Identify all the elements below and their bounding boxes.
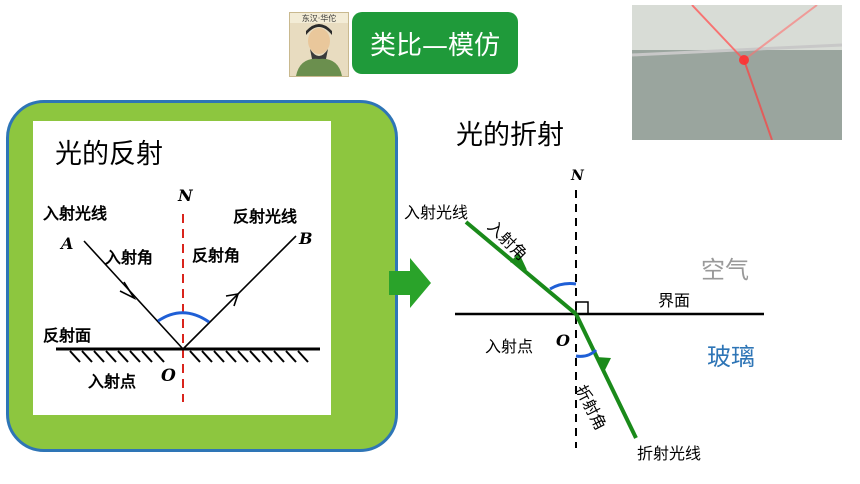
refraction-origin-label: O bbox=[556, 331, 570, 350]
reflection-point-a: A bbox=[61, 234, 74, 253]
reflection-surface-label: 反射面 bbox=[43, 326, 92, 345]
laser-photo bbox=[632, 5, 842, 140]
refraction-refracted-arrow bbox=[596, 357, 611, 374]
reflection-reflected-angle-label: 反射角 bbox=[192, 246, 241, 265]
refraction-air-label: 空气 bbox=[701, 256, 749, 284]
refraction-refracted-ray bbox=[574, 313, 638, 439]
refraction-refracted-arc bbox=[575, 348, 598, 358]
reflection-normal-label: N bbox=[178, 186, 193, 205]
reflection-surface-hatching bbox=[69, 350, 309, 363]
reflection-origin-label: O bbox=[161, 366, 176, 386]
reflection-title: 光的反射 bbox=[55, 139, 163, 170]
refraction-incident-arc bbox=[549, 282, 577, 291]
refraction-glass-label: 玻璃 bbox=[707, 343, 755, 371]
portrait-caption: 东汉·华佗 bbox=[301, 14, 337, 23]
refraction-incident-point-label: 入射点 bbox=[485, 337, 534, 356]
reflection-angle-arc bbox=[157, 311, 210, 324]
reflection-incident-angle-label: 入射角 bbox=[105, 248, 154, 267]
incident-arrow-head bbox=[119, 281, 137, 300]
reflection-incident-ray bbox=[83, 240, 184, 350]
reflection-reflected-ray bbox=[182, 235, 297, 350]
refraction-normal-label: N bbox=[571, 168, 584, 184]
refraction-incident-arrow bbox=[510, 253, 527, 270]
refraction-title: 光的折射 bbox=[456, 120, 564, 151]
reflection-incident-ray-label: 入射光线 bbox=[43, 204, 108, 223]
right-angle-mark bbox=[575, 301, 589, 315]
reflection-incident-point-label: 入射点 bbox=[88, 372, 137, 391]
reflected-arrow-head bbox=[225, 292, 240, 307]
refraction-incident-ray bbox=[464, 220, 578, 316]
analogy-arrow bbox=[389, 258, 431, 308]
refraction-incident-ray-label: 入射光线 bbox=[404, 203, 469, 222]
analogy-badge: 类比—模仿 bbox=[352, 12, 518, 74]
portrait-image: 东汉·华佗 bbox=[289, 12, 349, 77]
refraction-interface-label: 界面 bbox=[658, 291, 691, 310]
refraction-refracted-ray-label: 折射光线 bbox=[637, 444, 702, 463]
reflection-point-b: B bbox=[299, 229, 313, 248]
reflection-reflected-ray-label: 反射光线 bbox=[233, 207, 298, 226]
